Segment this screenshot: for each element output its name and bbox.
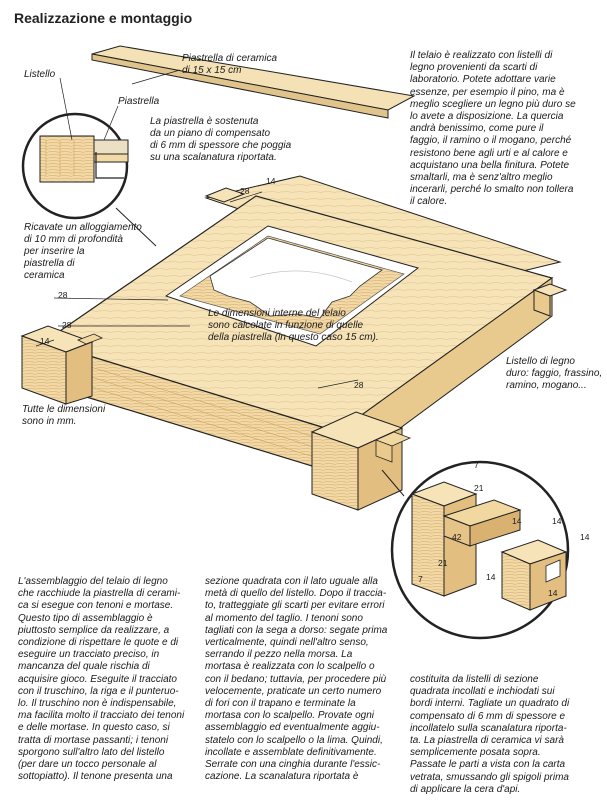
label-units: Tutte le dimensioni sono in mm. <box>22 404 106 427</box>
dim-label: 7 <box>474 460 479 470</box>
dim-label: 14 <box>548 588 558 598</box>
dim-label: 28 <box>240 186 250 196</box>
back-left-post <box>204 187 246 203</box>
frame-top <box>42 195 554 433</box>
page-title: Realizzazione e montaggio <box>14 10 193 26</box>
dim-label: 28 <box>354 380 364 390</box>
back-right-post <box>532 283 568 317</box>
dim-label: 28 <box>58 290 68 300</box>
dim-label: 14 <box>552 516 562 526</box>
dim-label: 28 <box>62 320 72 330</box>
dimension-lines <box>35 177 359 389</box>
label-inner-dimensions: Le dimensioni interne del telaio sono ca… <box>208 308 379 343</box>
dim-label: 14 <box>486 572 496 582</box>
callout-detail-bottom <box>390 460 570 640</box>
label-hardwood: Listello di legno duro: faggio, frassino… <box>506 356 603 391</box>
callout-detail-top <box>21 112 129 220</box>
dim-label: 21 <box>438 558 448 568</box>
body-column-2: sezione quadrata con il lato uguale alla… <box>205 576 388 783</box>
dim-label: 14 <box>512 516 522 526</box>
right-post <box>310 411 412 511</box>
dim-label: 21 <box>474 483 484 493</box>
label-piastrella: Piastrella <box>118 96 160 107</box>
label-housing: Ricavate un alloggiamento di 10 mm di pr… <box>24 222 142 281</box>
left-post <box>20 325 103 405</box>
callout-pointer-top <box>115 207 157 247</box>
label-ceramic-tile: Piastrella di ceramica di 15 x 15 cm <box>182 53 278 76</box>
dim-label: 7 <box>418 574 423 584</box>
dim-label: 14 <box>580 532 590 542</box>
leader-lines <box>59 69 181 141</box>
label-tile-support: La piastrella è sostenuta da un piano di… <box>150 116 292 163</box>
label-listello: Listello <box>24 69 56 80</box>
ceramic-tile-drawing <box>91 45 416 119</box>
dim-label: 14 <box>40 336 50 346</box>
callout-pointer-bottom <box>381 469 405 497</box>
dim-label: 42 <box>452 532 462 542</box>
dim-label: 14 <box>266 176 276 186</box>
